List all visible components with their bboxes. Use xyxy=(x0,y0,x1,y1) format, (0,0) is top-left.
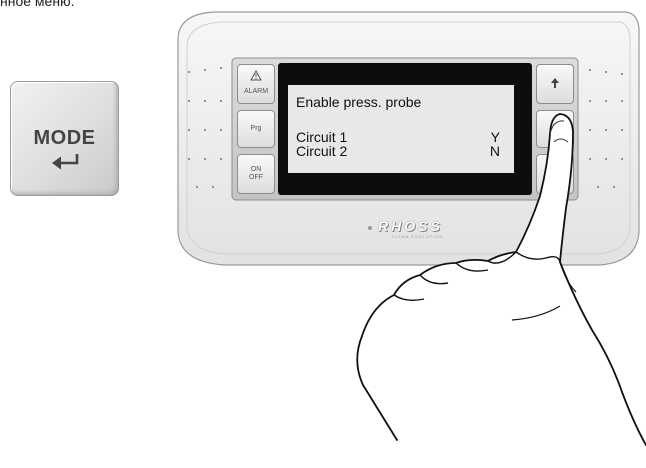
display-title: Enable press. probe xyxy=(296,94,421,110)
alarm-button-label: ALARM xyxy=(237,88,275,96)
lcd-display: Enable press. probe Circuit 1 Y Circuit … xyxy=(278,63,532,195)
down-button[interactable] xyxy=(536,154,574,194)
display-row-2-value: N xyxy=(490,143,500,159)
on-off-label-on: ON xyxy=(237,166,275,174)
arrow-up-icon xyxy=(550,77,560,89)
on-off-label-off: OFF xyxy=(237,174,275,182)
brand-tagline: CLIMA EVOLUTION xyxy=(392,234,443,239)
prg-button[interactable]: Prg xyxy=(237,110,275,148)
warning-triangle-icon xyxy=(250,70,262,81)
prg-button-label: Prg xyxy=(237,125,275,133)
on-off-button[interactable]: ON OFF xyxy=(237,154,275,194)
enter-button[interactable] xyxy=(536,110,574,148)
brand-logo: RHOSS xyxy=(378,218,443,234)
up-button[interactable] xyxy=(536,64,574,104)
lcd-screen: Enable press. probe Circuit 1 Y Circuit … xyxy=(288,85,514,173)
alarm-button[interactable]: ALARM xyxy=(237,64,275,104)
display-row-2-label: Circuit 2 xyxy=(296,143,347,159)
